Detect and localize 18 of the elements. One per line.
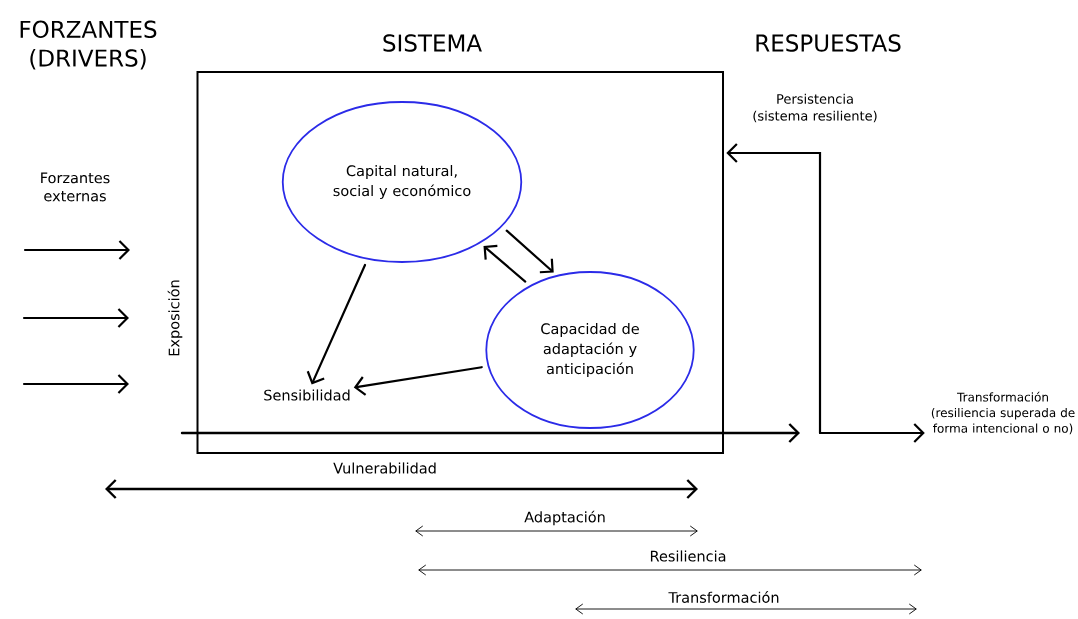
- heading: SISTEMA: [383, 34, 482, 52]
- heading: FORZANTES (DRIVERS): [20, 20, 157, 70]
- arrow: [306, 263, 367, 385]
- node-label: Transformación (resiliencia superada de forma intencional o no): [931, 391, 1075, 435]
- label: Forzantes externas: [41, 172, 110, 202]
- label: Resiliencia: [650, 550, 726, 562]
- arrow: [726, 143, 822, 435]
- node-label: Sensibilidad: [264, 389, 350, 401]
- label: Transformación: [668, 591, 779, 603]
- arrow: [505, 229, 554, 274]
- arrow: [483, 244, 527, 283]
- arrow: [353, 366, 483, 396]
- label: Vulnerabilidad: [333, 462, 436, 474]
- arrow: [818, 423, 925, 443]
- label: Adaptación: [524, 510, 605, 526]
- heading: RESPUESTAS: [756, 34, 901, 52]
- label: Exposición: [167, 280, 183, 356]
- node-label: Persistencia (sistema resiliente): [753, 93, 877, 123]
